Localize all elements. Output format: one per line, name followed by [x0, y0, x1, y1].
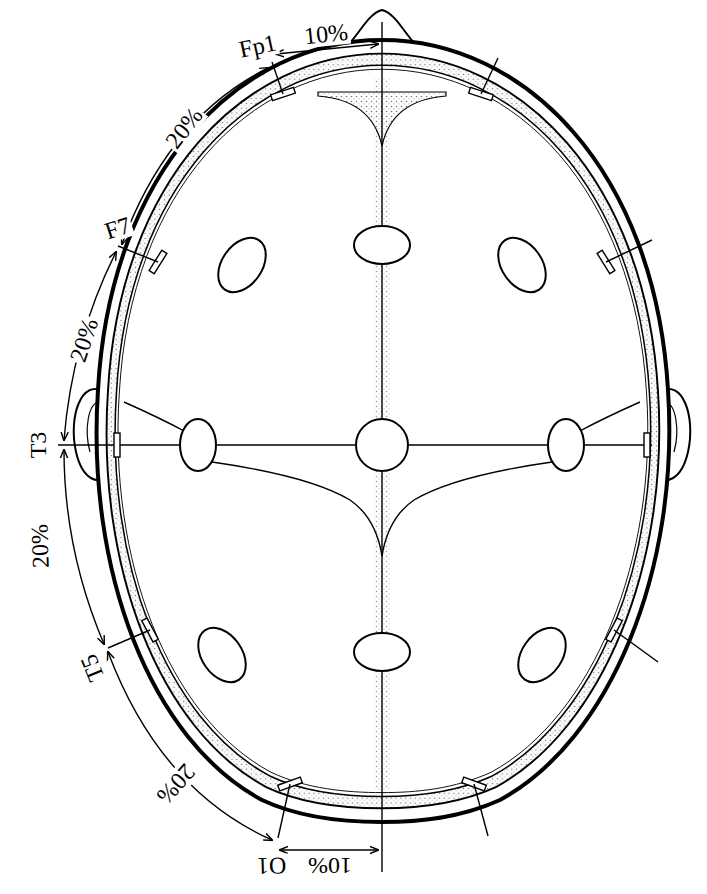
percentage-label: 20% [27, 522, 53, 571]
electrode-leaders [108, 58, 658, 838]
scalp-outline [97, 40, 670, 822]
percentage-label: 10% [301, 20, 351, 49]
central-line-right [382, 462, 552, 556]
skull-inner [115, 65, 651, 796]
electrode-label: O1 [255, 853, 289, 878]
electrode-label: F7 [100, 212, 135, 244]
percentage-label: 20% [65, 313, 103, 366]
electrode-label: T5 [75, 649, 109, 686]
dura-line [118, 69, 648, 792]
electrode-label: Fp1 [235, 30, 280, 62]
lateral-fissure-left [124, 402, 186, 432]
lateral-fissure-right [578, 402, 640, 432]
percentage-label: 20% [160, 102, 208, 155]
electrode-label: T3 [26, 430, 50, 461]
electrode-disks [180, 226, 584, 691]
percentage-label: 20% [151, 758, 201, 810]
scalp-electrodes [114, 87, 650, 790]
measurement-arcs [64, 44, 378, 850]
skull-outer [107, 54, 660, 809]
percentage-label: 10% [306, 854, 354, 878]
central-line-left [212, 462, 382, 556]
